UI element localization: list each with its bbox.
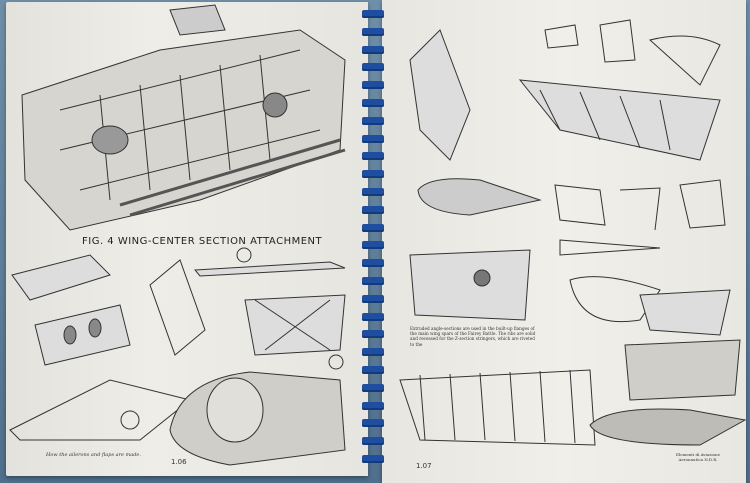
binding-coil [362, 152, 384, 161]
binding-coil [362, 27, 384, 36]
binding-coil [362, 366, 384, 374]
photo-credit: Elementi di Aviazione Aeronautica N.D.R. [676, 452, 720, 462]
binding-coil [362, 277, 384, 285]
binding-coil [362, 383, 384, 392]
page-number-right: 1.07 [416, 462, 432, 470]
credit-line: Elementi di Aviazione [676, 452, 720, 457]
page-number-left: 1.06 [171, 458, 187, 466]
binding-coil [362, 205, 384, 214]
binding-coil [362, 170, 384, 179]
binding-coil [362, 10, 384, 18]
binding-coil [362, 348, 384, 357]
binding-coil [362, 294, 384, 303]
binding-coil [362, 241, 384, 250]
binding-coil [362, 223, 384, 232]
credit-line: Aeronautica N.D.R. [678, 457, 718, 462]
binding-coil [362, 81, 384, 90]
right-caption: Extruded angle-sections are used in the … [410, 326, 536, 347]
binding-coil [362, 401, 384, 410]
binding-coil [362, 116, 384, 125]
right-page-drawings [399, 19, 747, 446]
binding-coil [362, 134, 384, 143]
binding-coil [362, 419, 384, 428]
binding-coil [362, 455, 384, 463]
wing-center-section-drawing [21, 4, 346, 231]
binding-coil [362, 45, 384, 54]
left-caption: How the ailerons and flaps are made. [46, 452, 141, 458]
binding-coil [362, 437, 384, 446]
binding-coil [362, 312, 384, 321]
binding-coil [362, 63, 384, 72]
spar-drawings [9, 247, 346, 466]
binding-coil [362, 259, 384, 268]
binding-coil [362, 330, 384, 339]
binding-coil [362, 99, 384, 107]
figure-title: FIG. 4 WING-CENTER SECTION ATTACHMENT [82, 236, 323, 247]
binding-coil [362, 188, 384, 196]
